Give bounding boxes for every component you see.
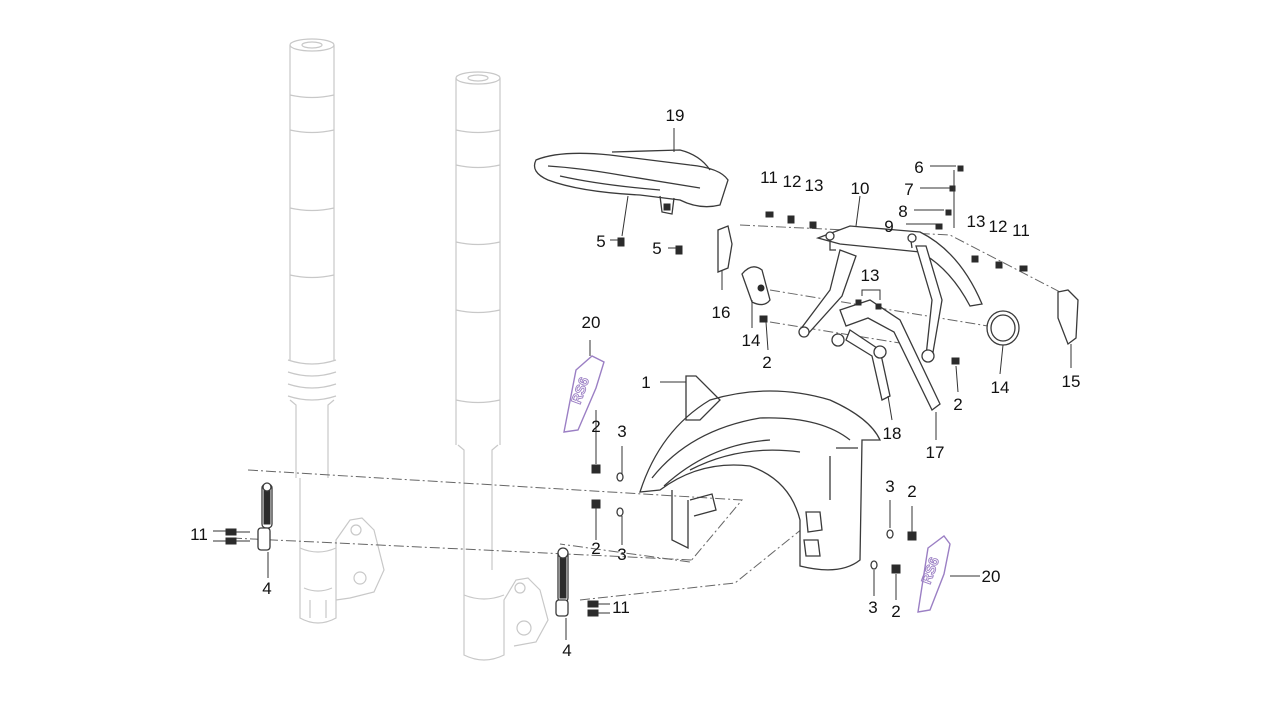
callout-5: 5 [596, 232, 605, 251]
callout-19: 19 [666, 106, 685, 125]
callout-9: 9 [884, 217, 893, 236]
callout-7: 7 [904, 180, 913, 199]
callout-18: 18 [883, 424, 902, 443]
callout-2: 2 [891, 602, 900, 621]
callout-20: 20 [582, 313, 601, 332]
callout-12: 12 [989, 217, 1008, 236]
callout-11: 11 [190, 525, 208, 544]
callout-13: 13 [861, 266, 880, 285]
callout-13: 13 [805, 176, 824, 195]
left-guide-bolts [213, 528, 250, 545]
front-fender [639, 375, 882, 571]
callout-13: 13 [967, 212, 986, 231]
callout-labels: 1 2 2 2 2 2 2 3 3 3 3 4 4 5 5 6 7 8 9 10… [190, 106, 1080, 660]
callout-4: 4 [262, 579, 271, 598]
callout-8: 8 [898, 202, 907, 221]
callout-3: 3 [885, 477, 894, 496]
fasteners [591, 165, 1028, 574]
callout-15: 15 [1062, 372, 1081, 391]
callout-2: 2 [591, 417, 600, 436]
callout-12: 12 [783, 172, 802, 191]
callout-10: 10 [851, 179, 870, 198]
side-plates [717, 225, 1079, 346]
right-fork-leg [455, 71, 549, 661]
callout-14: 14 [991, 378, 1010, 397]
callout-20: 20 [982, 567, 1001, 586]
callout-14: 14 [742, 331, 761, 350]
callout-3: 3 [617, 422, 626, 441]
callout-1: 1 [641, 373, 650, 392]
callout-2: 2 [953, 395, 962, 414]
callout-4: 4 [562, 641, 571, 660]
bracket-assembly [798, 225, 983, 411]
callout-3: 3 [617, 545, 626, 564]
callout-3: 3 [868, 598, 877, 617]
left-hose-guide [257, 482, 273, 551]
right-guide-bolts [587, 600, 610, 617]
assembly-lines [231, 224, 1061, 601]
callout-11: 11 [612, 598, 630, 617]
callout-5: 5 [652, 239, 661, 258]
callout-2: 2 [762, 353, 771, 372]
callout-16: 16 [712, 303, 731, 322]
left-fork-leg [287, 38, 385, 624]
callout-11: 11 [760, 168, 778, 187]
callout-6: 6 [914, 158, 923, 177]
upper-cover [533, 149, 729, 215]
decal-right: RS6 [917, 535, 951, 613]
leader-lines [267, 128, 1072, 640]
callout-2: 2 [907, 482, 916, 501]
right-hose-guide [555, 547, 569, 617]
callout-2: 2 [591, 539, 600, 558]
callout-17: 17 [926, 443, 945, 462]
callout-11: 11 [1012, 221, 1030, 240]
